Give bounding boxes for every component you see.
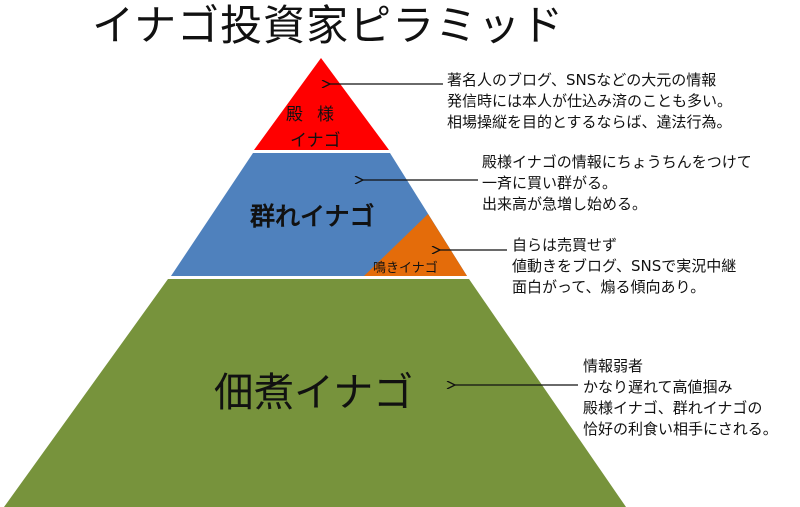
note-line: 殿様イナゴ、群れイナゴの	[583, 399, 763, 417]
sub-tier-triangle	[364, 214, 467, 276]
bottom-tier-label: 佃煮イナゴ	[214, 370, 414, 416]
note-line: 一斉に買い群がる。	[482, 174, 618, 192]
note-line: 発信時には本人が仕込み済のことも多い。	[447, 92, 733, 110]
top-tier-note: 著名人のブログ、SNSなどの大元の情報 発信時には本人が仕込み済のことも多い。 …	[447, 70, 732, 133]
top-tier-triangle	[254, 58, 389, 150]
note-line: 出来高が急増し始める。	[482, 195, 648, 213]
sub-tier-note: 自らは売買せず 値動きをブログ、SNSで実況中継 面白がって、煽る傾向あり。	[512, 235, 736, 298]
bottom-tier-trapezoid	[4, 279, 626, 507]
note-line: 相場操縦を目的とするならば、違法行為。	[447, 113, 732, 131]
note-line: 情報弱者	[583, 357, 644, 375]
note-line: かなり遅れて高値掴み	[583, 378, 733, 396]
note-line: 面白がって、煽る傾向あり。	[512, 278, 706, 296]
top-tier-label-line1: 殿様	[286, 105, 348, 125]
top-tier-label-line2: イナゴ	[290, 131, 341, 151]
note-line: 恰好の利食い相手にされる。	[583, 420, 778, 438]
note-line: 値動きをブログ、SNSで実況中継	[512, 257, 737, 275]
diagram-title: イナゴ投資家ピラミッド	[92, 1, 565, 50]
middle-tier-trapezoid	[171, 153, 467, 276]
sub-tier-label: 鳴きイナゴ	[373, 261, 438, 276]
note-line: 殿様イナゴの情報にちょうちんをつけて	[482, 153, 752, 171]
middle-tier-note: 殿様イナゴの情報にちょうちんをつけて 一斉に買い群がる。 出来高が急増し始める。	[482, 152, 752, 215]
note-line: 著名人のブログ、SNSなどの大元の情報	[447, 71, 717, 89]
middle-tier-label: 群れイナゴ	[250, 202, 375, 231]
bottom-tier-note: 情報弱者 かなり遅れて高値掴み 殿様イナゴ、群れイナゴの 恰好の利食い相手にされ…	[583, 356, 778, 440]
note-line: 自らは売買せず	[512, 236, 618, 254]
